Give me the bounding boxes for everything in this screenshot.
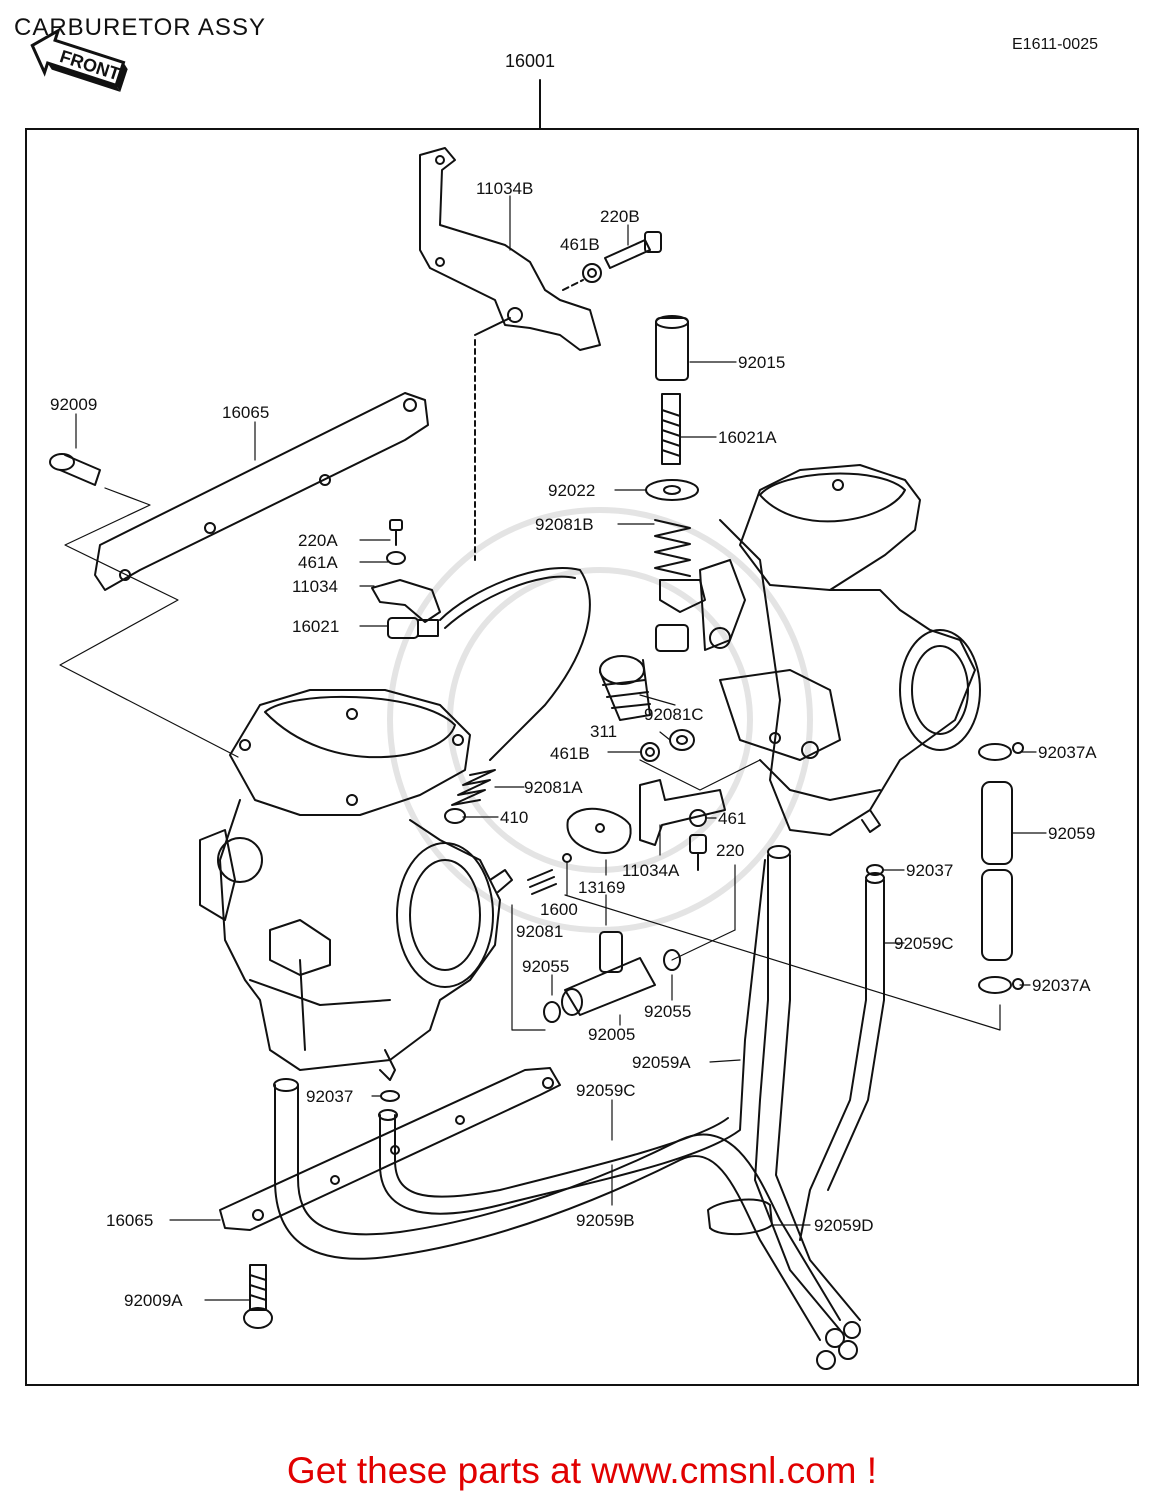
hose-ends xyxy=(816,1321,861,1370)
fitting-16021 xyxy=(387,617,439,639)
callout-11034B: 11034B xyxy=(476,179,533,198)
callout-92081B: 92081B xyxy=(535,515,594,534)
reference-code: E1611-0025 xyxy=(1012,36,1098,53)
callout-92059B: 92059B xyxy=(576,1211,635,1230)
callout-11034A: 11034A xyxy=(622,861,680,880)
clamp-92037A-top xyxy=(978,742,1024,761)
callout-220: 220 xyxy=(716,841,744,860)
rail-16065-top xyxy=(94,392,429,591)
callout-92081A: 92081A xyxy=(524,778,583,797)
nut-461B-mid xyxy=(640,742,660,762)
screw-92009A xyxy=(243,1264,273,1329)
cap-92015 xyxy=(655,315,689,381)
bracket-11034A xyxy=(639,779,726,846)
carburetor-right xyxy=(699,464,981,836)
washer-92055-left xyxy=(543,1001,561,1023)
nut-461A xyxy=(386,551,406,565)
callout-461A: 461A xyxy=(298,553,338,572)
watermark-logo xyxy=(387,507,813,933)
callout-461: 461 xyxy=(718,809,746,828)
callout-220A: 220A xyxy=(298,531,338,550)
callout-16065-bottom: 16065 xyxy=(106,1211,153,1230)
screw-16021A xyxy=(661,393,681,465)
throttle-cable xyxy=(439,567,591,761)
hose-middle xyxy=(378,859,766,1215)
spring-92081B xyxy=(654,519,691,577)
callout-92015: 92015 xyxy=(738,353,785,372)
callout-92055-right: 92055 xyxy=(644,1002,691,1021)
lever-11034 xyxy=(371,579,441,623)
callout-311: 311 xyxy=(590,722,617,741)
callout-16021A: 16021A xyxy=(718,428,777,447)
washer-92022 xyxy=(645,479,699,501)
hose-92059 xyxy=(981,781,1013,961)
spring-92081A xyxy=(451,769,496,806)
callout-92037A-top: 92037A xyxy=(1038,743,1097,762)
diagram-frame xyxy=(25,128,1139,1386)
callout-461B-mid: 461B xyxy=(550,744,590,763)
callout-410: 410 xyxy=(500,808,528,827)
front-arrow-icon: FRONT xyxy=(30,27,128,92)
screw-92009 xyxy=(49,453,101,486)
hose-92059A xyxy=(754,845,861,1331)
callout-92059C-right: 92059C xyxy=(894,934,954,953)
callout-92037-left: 92037 xyxy=(306,1087,353,1106)
callout-461B-top: 461B xyxy=(560,235,600,254)
callout-92037-right: 92037 xyxy=(906,861,953,880)
assembly-number: 16001 xyxy=(505,51,556,71)
carburetor-left xyxy=(199,689,513,1081)
washer-92055-right xyxy=(663,949,681,971)
callout-92059: 92059 xyxy=(1048,824,1095,843)
callout-16065-top: 16065 xyxy=(222,403,269,422)
callout-92037A-bottom: 92037A xyxy=(1032,976,1091,995)
callout-220B: 220B xyxy=(600,207,640,226)
fuel-tee-92005 xyxy=(561,931,656,1016)
callout-13169: 13169 xyxy=(578,878,625,897)
washer-410 xyxy=(444,808,466,824)
callout-11034: 11034 xyxy=(292,577,338,596)
plate-13169 xyxy=(566,807,632,854)
callout-1600: 1600 xyxy=(540,900,578,919)
hose-left xyxy=(273,1078,841,1341)
screw-220A xyxy=(389,519,403,546)
nut-311 xyxy=(669,729,695,751)
callout-92009A: 92009A xyxy=(124,1291,183,1310)
callout-92022: 92022 xyxy=(548,481,595,500)
rail-16065-bottom xyxy=(219,1067,561,1231)
boot-92081C xyxy=(599,655,651,721)
footer-link[interactable]: Get these parts at www.cmsnl.com ! xyxy=(286,1450,878,1491)
screw-220 xyxy=(689,834,707,871)
callout-92055-left: 92055 xyxy=(522,957,569,976)
pin-1600 xyxy=(562,853,572,863)
callout-92081: 92081 xyxy=(516,922,563,941)
clamp-92037-left xyxy=(380,1090,400,1102)
bracket-11034B xyxy=(419,147,601,351)
callout-92059D: 92059D xyxy=(814,1216,874,1235)
screw-220B xyxy=(604,231,662,269)
callout-92009: 92009 xyxy=(50,395,97,414)
nut-461B-top xyxy=(582,263,602,283)
callout-92005: 92005 xyxy=(588,1025,635,1044)
callout-92059C-mid: 92059C xyxy=(576,1081,636,1100)
callout-92059A: 92059A xyxy=(632,1053,691,1072)
holder-clip xyxy=(655,579,706,652)
callout-92081C: 92081C xyxy=(644,705,704,724)
spring-92081 xyxy=(527,869,557,895)
callout-16021: 16021 xyxy=(292,617,339,636)
clamp-92059D xyxy=(707,1198,773,1236)
clamp-92037A-bottom xyxy=(978,976,1024,994)
hose-92059C-right xyxy=(799,872,885,1241)
